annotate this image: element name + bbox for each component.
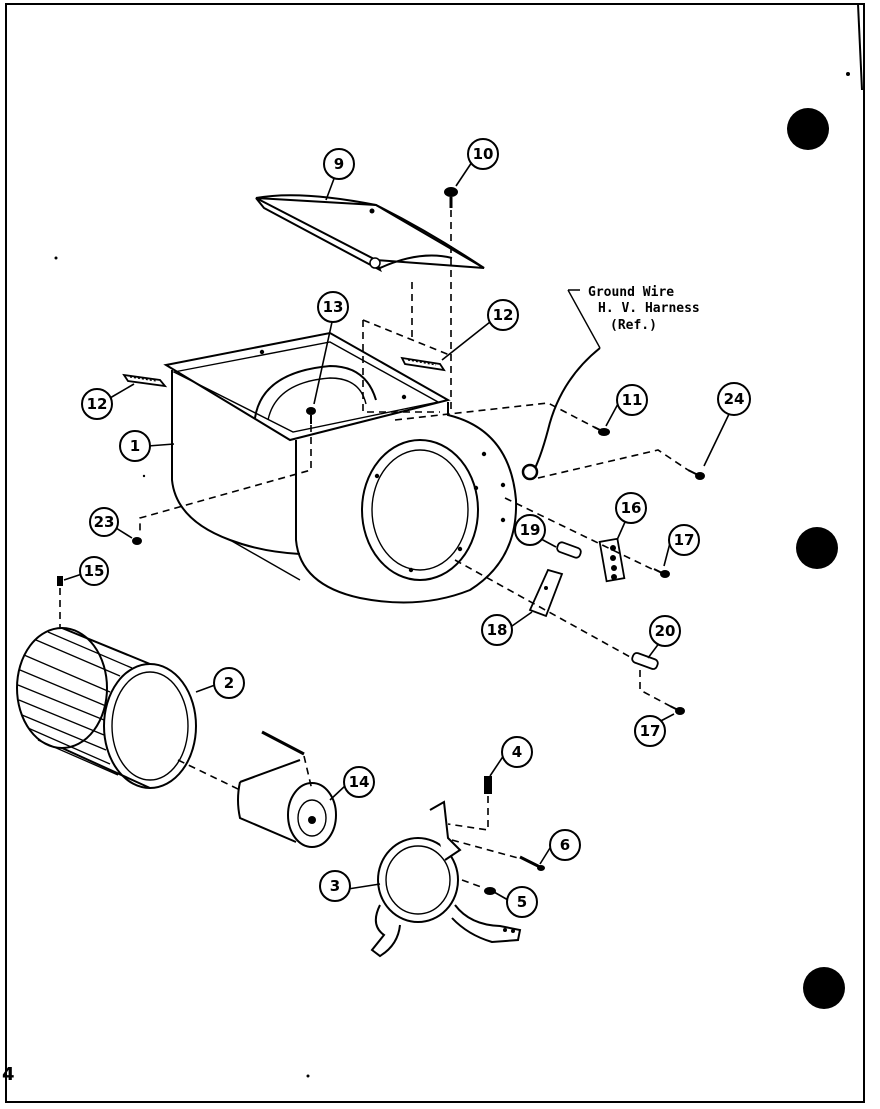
binder-hole-middle bbox=[796, 527, 838, 569]
callout-label: 14 bbox=[349, 773, 370, 791]
callout-19: 19 bbox=[514, 514, 546, 546]
callout-label: 11 bbox=[622, 391, 643, 409]
callout-11: 11 bbox=[616, 384, 648, 416]
cutoff-plate bbox=[255, 194, 485, 273]
binder-hole-bottom bbox=[803, 967, 845, 1009]
callout-label: 10 bbox=[473, 145, 494, 163]
mounting-bracket-right bbox=[400, 356, 446, 372]
ground-wire bbox=[521, 289, 601, 481]
callout-label: 13 bbox=[323, 298, 344, 316]
bolt-4 bbox=[484, 776, 492, 794]
nut-5 bbox=[484, 887, 496, 895]
callout-label: 12 bbox=[87, 395, 108, 413]
page-border bbox=[5, 3, 865, 1103]
screw-15 bbox=[57, 576, 63, 586]
screw-23 bbox=[132, 537, 142, 545]
bracket-18 bbox=[528, 568, 564, 618]
screw-10 bbox=[444, 187, 458, 208]
callout-12-right: 12 bbox=[487, 299, 519, 331]
ground-wire-note: Ground Wire H. V. Harness (Ref.) bbox=[568, 285, 700, 333]
callout-label: 20 bbox=[655, 622, 676, 640]
leader-lines bbox=[63, 161, 731, 901]
callout-4: 4 bbox=[501, 736, 533, 768]
binder-hole-top bbox=[787, 108, 829, 150]
blower-housing bbox=[163, 331, 518, 604]
callout-label: 12 bbox=[493, 306, 514, 324]
screw-17-lower bbox=[669, 705, 685, 715]
callout-1: 1 bbox=[119, 430, 151, 462]
terminal-block-16 bbox=[598, 537, 626, 583]
screw-24 bbox=[687, 469, 705, 480]
callout-18: 18 bbox=[481, 614, 513, 646]
screw-11 bbox=[593, 426, 610, 436]
callout-label: 23 bbox=[94, 513, 115, 531]
callout-17-lower: 17 bbox=[634, 715, 666, 747]
callout-label: 9 bbox=[334, 155, 344, 173]
callout-3: 3 bbox=[319, 870, 351, 902]
callout-24: 24 bbox=[717, 382, 751, 416]
callout-label: 5 bbox=[517, 893, 527, 911]
page-edge-mark bbox=[857, 3, 863, 91]
ground-note-line2: H. V. Harness bbox=[598, 301, 700, 316]
callout-9: 9 bbox=[323, 148, 355, 180]
callout-5: 5 bbox=[506, 886, 538, 918]
callout-14: 14 bbox=[343, 766, 375, 798]
part-20 bbox=[631, 652, 659, 670]
callout-label: 1 bbox=[130, 437, 140, 455]
callout-10-top: 10 bbox=[467, 138, 499, 170]
callout-20: 20 bbox=[649, 615, 681, 647]
ground-note-line3: (Ref.) bbox=[610, 318, 657, 333]
callout-13: 13 bbox=[317, 291, 349, 323]
callout-label: 4 bbox=[512, 743, 522, 761]
screw-6 bbox=[519, 855, 545, 871]
ground-note-line1: Ground Wire bbox=[588, 285, 674, 300]
mounting-bracket-left bbox=[122, 373, 168, 388]
callout-23: 23 bbox=[89, 507, 119, 537]
callout-label: 18 bbox=[487, 621, 508, 639]
blower-wheel bbox=[16, 627, 197, 789]
motor-mount bbox=[370, 800, 522, 958]
callout-label: 19 bbox=[520, 521, 541, 539]
callout-15: 15 bbox=[79, 556, 109, 586]
callout-12-left: 12 bbox=[81, 388, 113, 420]
callout-17-upper: 17 bbox=[668, 524, 700, 556]
page-number: 4 bbox=[2, 1064, 15, 1085]
callout-label: 24 bbox=[724, 390, 745, 408]
callout-label: 6 bbox=[560, 836, 570, 854]
screw-13 bbox=[306, 407, 316, 424]
callout-2: 2 bbox=[213, 667, 245, 699]
callout-16: 16 bbox=[615, 492, 647, 524]
grommet-19 bbox=[556, 541, 582, 559]
callout-label: 17 bbox=[640, 722, 661, 740]
callout-label: 17 bbox=[674, 531, 695, 549]
scan-specks bbox=[54, 72, 850, 1078]
callout-label: 16 bbox=[621, 499, 642, 517]
callout-label: 15 bbox=[84, 562, 105, 580]
callout-6: 6 bbox=[549, 829, 581, 861]
screw-17-upper bbox=[653, 568, 670, 578]
assembly-lines bbox=[59, 210, 689, 889]
callout-label: 3 bbox=[330, 877, 340, 895]
blower-motor bbox=[237, 730, 337, 848]
callout-label: 2 bbox=[224, 674, 234, 692]
